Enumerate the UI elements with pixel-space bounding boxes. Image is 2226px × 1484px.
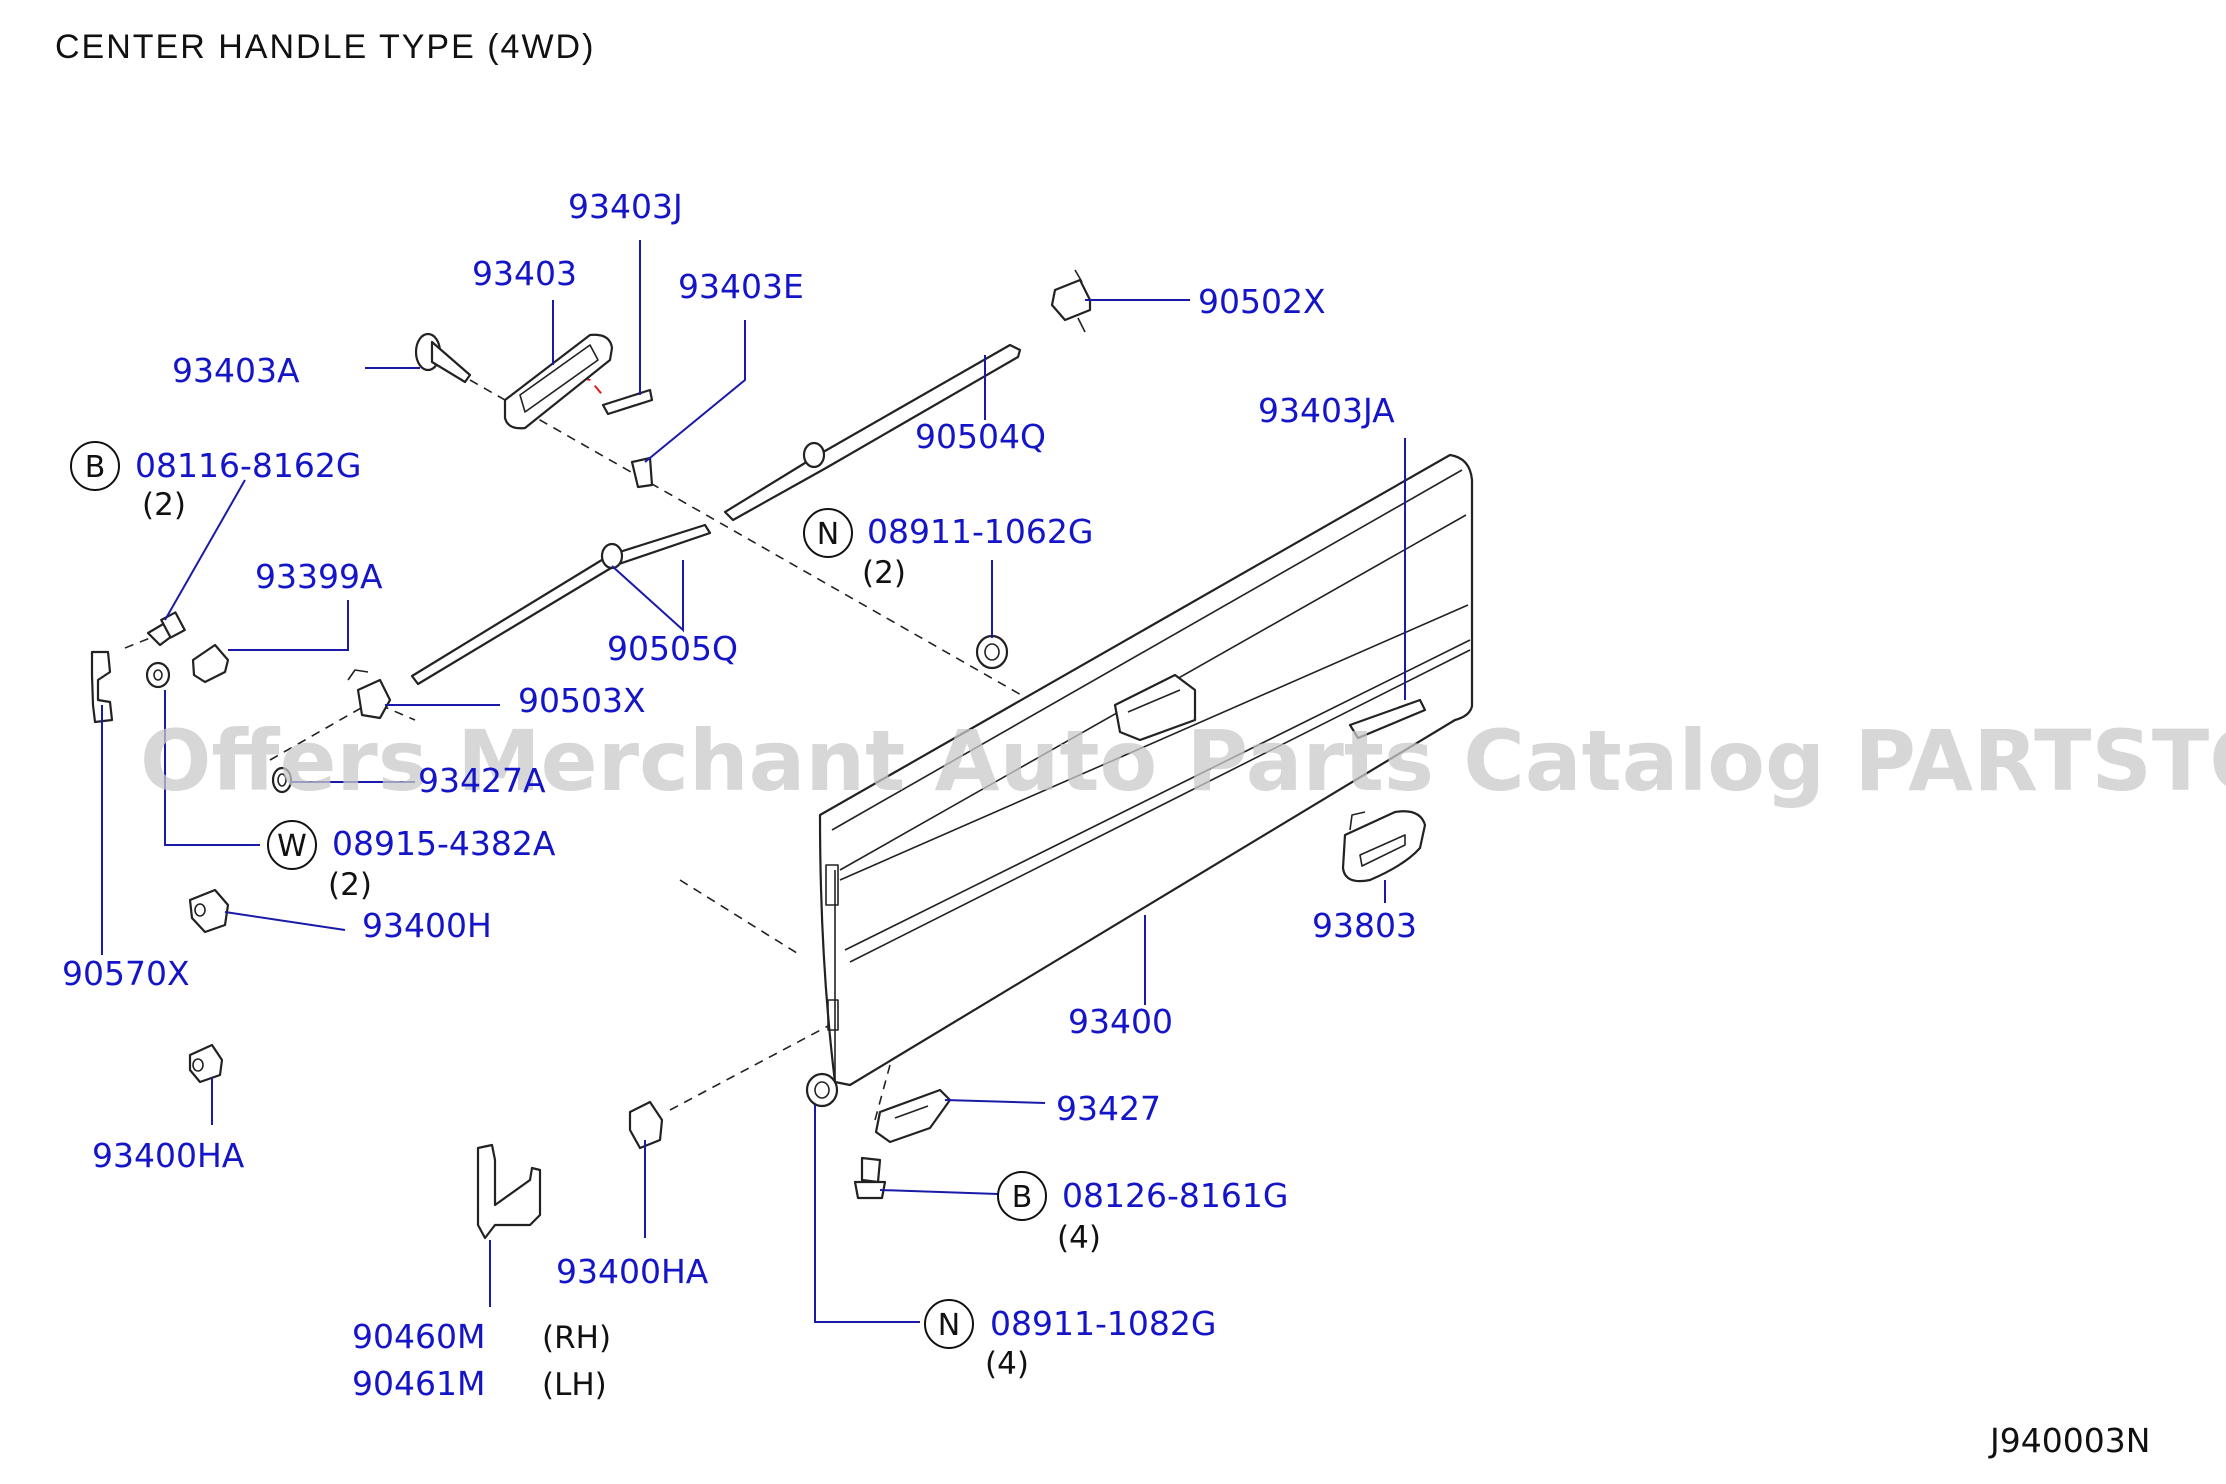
clip-93400HA-left[interactable] <box>188 1043 224 1084</box>
tailgate-panel[interactable] <box>818 453 1474 1087</box>
part-label-08116-8162G[interactable]: 08116-8162G <box>135 446 361 485</box>
bolt-08126-8161G[interactable] <box>853 1156 887 1200</box>
prefix-n-2: N <box>938 1308 960 1343</box>
nut-08911-1082G[interactable] <box>805 1072 839 1108</box>
prefix-w: W <box>277 829 307 864</box>
nut-08911-1062G[interactable] <box>975 634 1009 670</box>
part-label-90570X[interactable]: 90570X <box>62 954 190 993</box>
part-label-93427A[interactable]: 93427A <box>418 761 546 800</box>
part-label-08911-1082G[interactable]: 08911-1082G <box>990 1304 1216 1343</box>
prefix-circle-w <box>267 820 317 870</box>
prefix-b-1: B <box>85 450 106 485</box>
rod-90504Q[interactable] <box>723 343 1022 522</box>
fastener-93403A[interactable] <box>414 332 472 384</box>
handle-part-93803[interactable] <box>1341 810 1427 883</box>
part-label-93400[interactable]: 93400 <box>1068 1002 1173 1041</box>
part-label-90505Q[interactable]: 90505Q <box>607 629 738 668</box>
part-label-93400HA-center[interactable]: 93400HA <box>556 1252 709 1291</box>
part-label-93427[interactable]: 93427 <box>1056 1089 1161 1128</box>
clip-90503X[interactable] <box>347 669 392 720</box>
bezel-part-93403[interactable] <box>503 333 654 489</box>
washer-08915-4382A[interactable] <box>145 661 171 689</box>
part-label-93403A[interactable]: 93403A <box>172 351 300 390</box>
prefix-callouts: B N W B N <box>70 441 1047 1349</box>
part-labels: 93403J 93403 93403E 90502X 93403A 90504Q… <box>62 187 1417 1403</box>
part-label-93400H[interactable]: 93400H <box>362 906 492 945</box>
part-label-90461M[interactable]: 90461M <box>352 1364 485 1403</box>
part-label-08126-8161G[interactable]: 08126-8161G <box>1062 1176 1288 1215</box>
part-label-90502X[interactable]: 90502X <box>1198 282 1326 321</box>
leader-lines <box>101 240 1406 1323</box>
qty-08116-8162G: (2) <box>142 487 186 523</box>
part-label-90504Q[interactable]: 90504Q <box>915 417 1046 456</box>
part-label-08915-4382A[interactable]: 08915-4382A <box>332 824 556 863</box>
part-label-93399A[interactable]: 93399A <box>255 557 383 596</box>
prefix-n-1: N <box>817 517 839 552</box>
part-label-90503X[interactable]: 90503X <box>518 681 646 720</box>
hinge-90460M[interactable] <box>476 1143 542 1240</box>
clip-90502X[interactable] <box>1050 269 1092 333</box>
diagram-title: CENTER HANDLE TYPE (4WD) <box>55 28 595 66</box>
part-label-93403J[interactable]: 93403J <box>568 187 683 226</box>
part-label-93400HA-left[interactable]: 93400HA <box>92 1136 245 1175</box>
prefix-b-2: B <box>1012 1180 1033 1215</box>
qty-08911-1082G: (4) <box>985 1346 1029 1382</box>
striker-93399A[interactable] <box>191 643 230 684</box>
part-label-90460M[interactable]: 90460M <box>352 1317 485 1356</box>
side-90460M: (RH) <box>542 1320 611 1356</box>
guide-93427[interactable] <box>874 1088 952 1144</box>
part-label-93403JA[interactable]: 93403JA <box>1258 391 1395 430</box>
qty-08911-1062G: (2) <box>862 555 906 591</box>
prefix-circle-n-1 <box>803 508 853 558</box>
prefix-circle-b-1 <box>70 441 120 491</box>
part-label-93803[interactable]: 93803 <box>1312 906 1417 945</box>
bracket-90570X[interactable] <box>90 650 114 724</box>
part-label-93403E[interactable]: 93403E <box>678 267 804 306</box>
part-label-08911-1062G[interactable]: 08911-1062G <box>867 512 1093 551</box>
rod-90505Q[interactable] <box>410 523 712 686</box>
prefix-circle-b-2 <box>997 1171 1047 1221</box>
watermark: Offers Merchant Auto Parts Catalog PARTS… <box>140 712 2226 810</box>
qty-08126-8161G: (4) <box>1057 1220 1101 1256</box>
prefix-circle-n-2 <box>924 1299 974 1349</box>
side-90461M: (LH) <box>542 1367 607 1403</box>
qty-08915-4382A: (2) <box>328 867 372 903</box>
clip-93400H[interactable] <box>188 888 230 934</box>
part-93427A[interactable] <box>271 766 293 794</box>
clip-93400HA-center[interactable] <box>628 1100 664 1150</box>
diagram-reference: J940003N <box>1988 1421 2150 1460</box>
part-label-93403[interactable]: 93403 <box>472 254 577 293</box>
